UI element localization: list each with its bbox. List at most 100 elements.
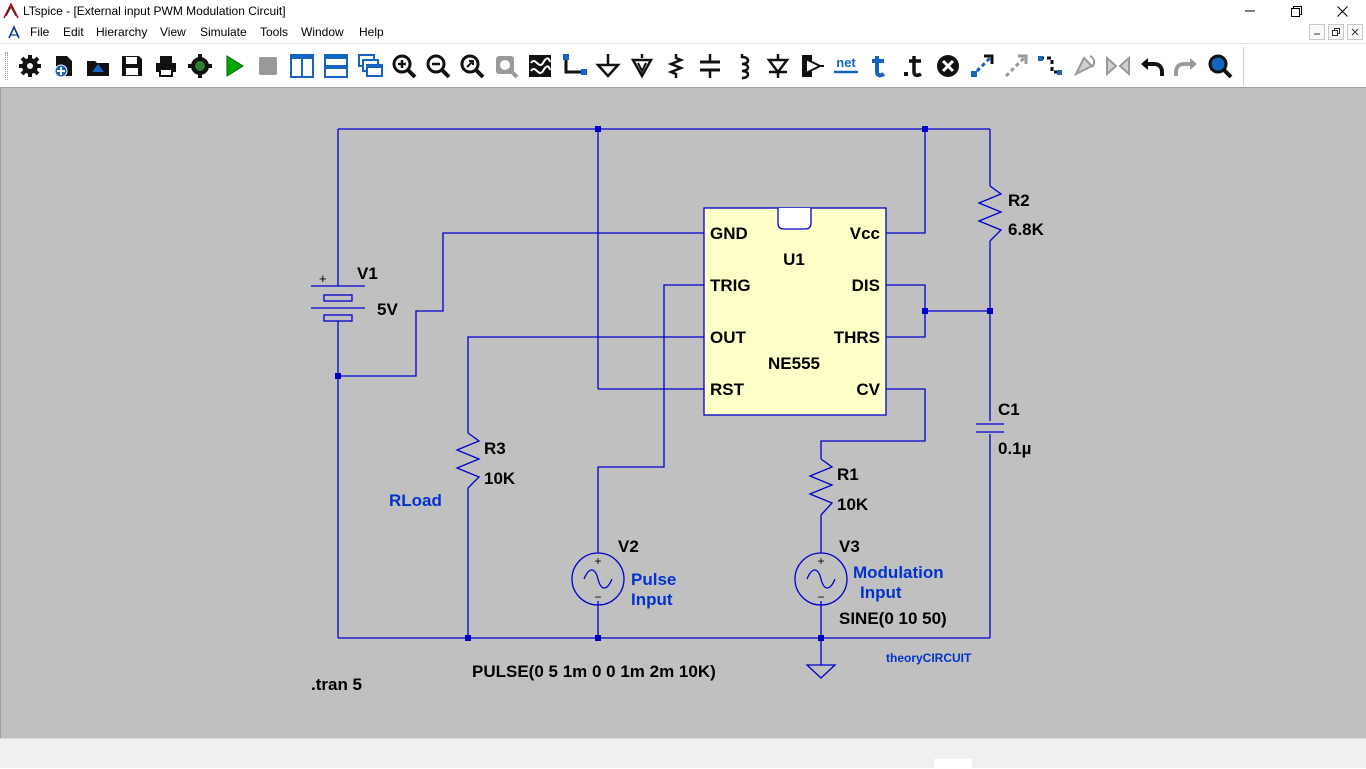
diode-icon[interactable] xyxy=(764,52,792,80)
v2-voltage-source-symbol[interactable]: + − xyxy=(571,552,625,606)
r3-value: 10K xyxy=(484,469,516,488)
zoom-in-icon[interactable] xyxy=(390,52,418,80)
resistor-icon[interactable] xyxy=(662,52,690,80)
ne555-ic[interactable]: GND TRIG OUT RST Vcc DIS THRS CV U1 NE55… xyxy=(703,207,887,416)
pin-thrs: THRS xyxy=(834,328,880,347)
status-bar xyxy=(0,738,1366,769)
redo-icon[interactable] xyxy=(1172,52,1200,80)
v3-name: V3 xyxy=(839,537,860,556)
maximize-button[interactable] xyxy=(1273,0,1319,22)
r3-resistor-symbol[interactable] xyxy=(455,432,481,489)
v1-value: 5V xyxy=(377,300,398,319)
v3-voltage-source-symbol[interactable]: + − xyxy=(794,552,848,606)
v2-name: V2 xyxy=(618,537,639,556)
ltspice-menu-icon[interactable] xyxy=(6,24,22,40)
move-icon[interactable] xyxy=(1002,52,1030,80)
toolbar-grip[interactable] xyxy=(5,52,8,80)
ic-ref-label: U1 xyxy=(783,250,805,269)
tile-vertical-icon[interactable] xyxy=(288,52,316,80)
minimize-button[interactable] xyxy=(1227,0,1273,22)
menu-edit[interactable]: Edit xyxy=(63,25,84,39)
child-restore-button[interactable] xyxy=(1328,24,1344,40)
v1-battery-symbol[interactable]: + xyxy=(311,271,365,322)
find-icon[interactable] xyxy=(1206,52,1234,80)
tile-horizontal-icon[interactable] xyxy=(322,52,350,80)
v2-plus-sign: + xyxy=(594,554,601,568)
ground-symbol[interactable] xyxy=(805,664,837,679)
duplicate-icon[interactable] xyxy=(968,52,996,80)
spice-directive-icon[interactable] xyxy=(900,52,928,80)
open-file-icon[interactable] xyxy=(84,52,112,80)
menu-file[interactable]: File xyxy=(30,25,50,39)
menu-hierarchy[interactable]: Hierarchy xyxy=(96,25,148,39)
new-schematic-icon[interactable] xyxy=(50,52,78,80)
menu-view[interactable]: View xyxy=(160,25,186,39)
wires[interactable] xyxy=(337,128,991,665)
r1-name: R1 xyxy=(837,465,859,484)
capacitor-icon[interactable] xyxy=(696,52,724,80)
print-icon[interactable] xyxy=(152,52,180,80)
r1-resistor-symbol[interactable] xyxy=(808,458,834,516)
r3-name: R3 xyxy=(484,439,506,458)
delete-icon[interactable] xyxy=(934,52,962,80)
schematic-canvas[interactable]: GND TRIG OUT RST Vcc DIS THRS CV U1 NE55… xyxy=(0,87,1366,738)
text-t-icon[interactable] xyxy=(866,52,894,80)
save-icon[interactable] xyxy=(118,52,146,80)
c1-capacitor-symbol[interactable] xyxy=(976,423,1004,433)
v1-name: V1 xyxy=(357,264,378,283)
menu-help[interactable]: Help xyxy=(359,25,384,39)
child-minimize-button[interactable] xyxy=(1309,24,1325,40)
drag-icon[interactable] xyxy=(1036,52,1064,80)
autorange-waveform-icon[interactable] xyxy=(526,52,554,80)
toolbar-separator xyxy=(1243,47,1244,85)
c1-name: C1 xyxy=(998,400,1020,419)
pin-gnd: GND xyxy=(710,224,748,243)
component-icon[interactable] xyxy=(798,52,826,80)
r2-resistor-symbol[interactable] xyxy=(977,185,1003,242)
zoom-out-icon[interactable] xyxy=(424,52,452,80)
child-close-button[interactable] xyxy=(1347,24,1363,40)
draw-wire-icon[interactable] xyxy=(560,52,588,80)
menu-simulate[interactable]: Simulate xyxy=(200,25,247,39)
close-button[interactable] xyxy=(1319,0,1365,22)
settings-gear-icon[interactable] xyxy=(16,52,44,80)
pin-trig: TRIG xyxy=(710,276,751,295)
menu-window[interactable]: Window xyxy=(301,25,344,39)
zoom-full-icon[interactable] xyxy=(458,52,486,80)
tran-directive[interactable]: .tran 5 xyxy=(311,675,362,694)
close-icon xyxy=(1336,5,1348,17)
net-label-icon[interactable]: net xyxy=(832,52,860,80)
pin-vcc: Vcc xyxy=(850,224,880,243)
r2-value: 6.8K xyxy=(1008,220,1045,239)
rotate-icon[interactable] xyxy=(1070,52,1098,80)
v3-minus-sign: − xyxy=(817,590,824,604)
pin-rst: RST xyxy=(710,380,745,399)
v2-label-line1: Pulse xyxy=(631,570,676,589)
v2-label-line2: Input xyxy=(631,590,673,609)
ltspice-app-icon xyxy=(3,3,19,19)
label-net-icon[interactable] xyxy=(628,52,656,80)
v3-label-line2: Input xyxy=(860,583,902,602)
v3-plus-sign: + xyxy=(817,554,824,568)
ic-part-label: NE555 xyxy=(768,354,820,373)
maximize-icon xyxy=(1290,5,1302,17)
undo-icon[interactable] xyxy=(1138,52,1166,80)
mirror-icon[interactable] xyxy=(1104,52,1132,80)
cascade-windows-icon[interactable] xyxy=(356,52,384,80)
inductor-icon[interactable] xyxy=(730,52,758,80)
schematic-drawing[interactable]: GND TRIG OUT RST Vcc DIS THRS CV U1 NE55… xyxy=(1,88,1366,739)
v1-plus-sign: + xyxy=(319,271,327,286)
menu-tools[interactable]: Tools xyxy=(260,25,289,39)
v3-sine-value: SINE(0 10 50) xyxy=(839,609,947,628)
menu-bar: File Edit Hierarchy View Simulate Tools … xyxy=(0,22,1366,43)
zoom-back-icon[interactable] xyxy=(492,52,520,80)
control-panel-icon[interactable] xyxy=(186,52,214,80)
c1-value: 0.1µ xyxy=(998,439,1031,458)
pin-cv: CV xyxy=(856,380,880,399)
ground-icon[interactable] xyxy=(594,52,622,80)
run-icon[interactable] xyxy=(220,52,248,80)
halt-icon[interactable] xyxy=(254,52,282,80)
net-label-text: net xyxy=(836,55,856,70)
v2-pulse-value: PULSE(0 5 1m 0 0 1m 2m 10K) xyxy=(472,662,716,681)
child-close-icon xyxy=(1351,28,1359,36)
